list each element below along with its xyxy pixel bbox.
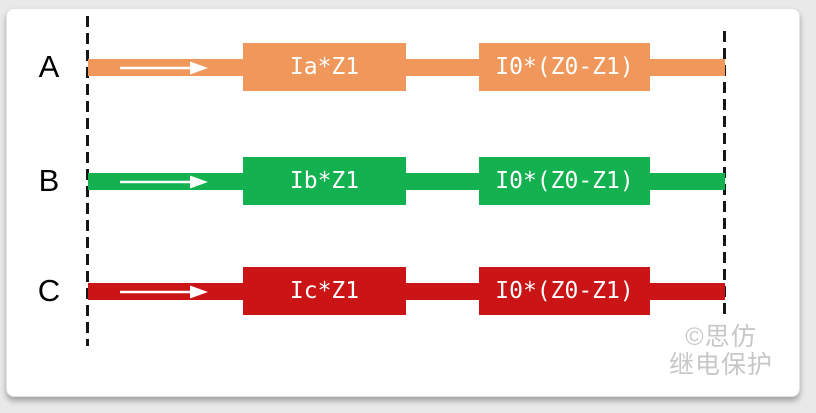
current-arrow-icon	[120, 175, 208, 188]
left-boundary-dashed-line	[86, 16, 89, 346]
impedance-box-label: I0*(Z0-Z1)	[495, 168, 634, 194]
impedance-box-a1: Ia*Z1	[243, 43, 406, 91]
impedance-box-a2: I0*(Z0-Z1)	[479, 43, 650, 91]
impedance-box-label: I0*(Z0-Z1)	[495, 54, 634, 80]
impedance-box-c1: Ic*Z1	[243, 267, 406, 315]
impedance-box-b1: Ib*Z1	[243, 157, 406, 205]
phase-label-b: B	[38, 163, 60, 198]
impedance-box-label: Ia*Z1	[289, 54, 360, 80]
phase-label-a: A	[38, 49, 60, 84]
phase-label-c: C	[37, 273, 61, 308]
impedance-box-c2: I0*(Z0-Z1)	[479, 267, 650, 315]
watermark-line2: 继电保护	[668, 351, 773, 379]
impedance-box-label: Ic*Z1	[289, 278, 360, 304]
watermark-line1: ©思仿	[685, 323, 757, 351]
impedance-box-label: I0*(Z0-Z1)	[495, 278, 634, 304]
watermark: ©思仿 继电保护	[601, 323, 816, 379]
current-arrow-icon	[120, 285, 208, 298]
diagram-card: A Ia*Z1 I0*(Z0-Z1) B Ib*Z1 I0*(Z0-Z1)	[6, 8, 800, 397]
current-arrow-icon	[120, 61, 208, 74]
impedance-box-label: Ib*Z1	[289, 168, 360, 194]
impedance-box-b2: I0*(Z0-Z1)	[479, 157, 650, 205]
